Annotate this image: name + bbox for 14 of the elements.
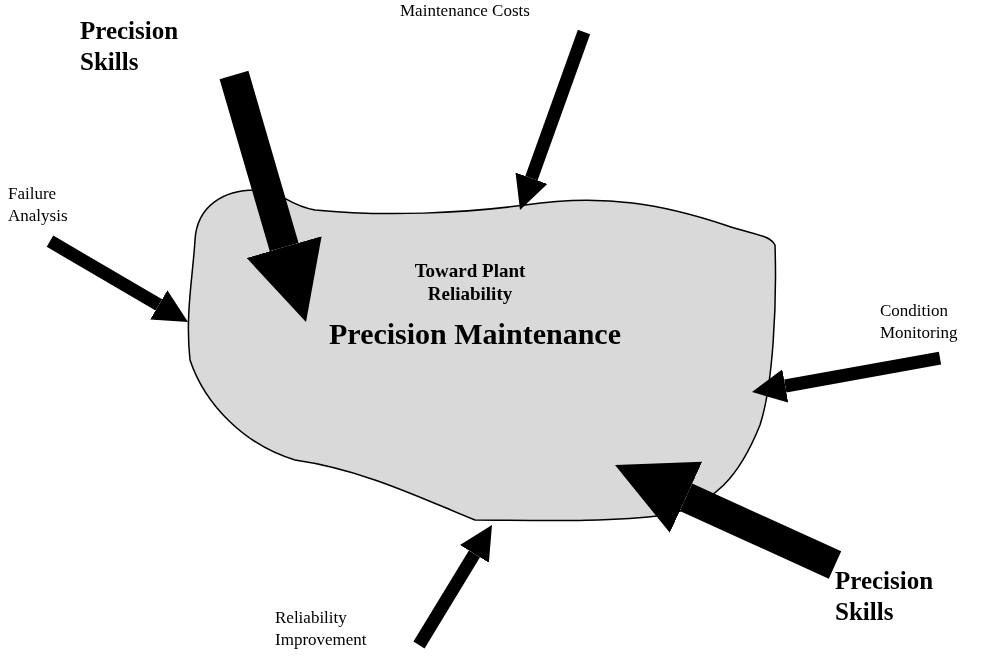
- arrow-label: Reliability Improvement: [275, 607, 419, 666]
- title-text: Precision Maintenance: [328, 317, 622, 351]
- arrow-label: Failure Analysis: [8, 183, 107, 242]
- arrow-label: Precision Skills: [835, 565, 989, 642]
- arrow-label: Precision Skills: [80, 15, 234, 92]
- arrow: [46, 235, 188, 322]
- arrow: [515, 29, 591, 210]
- arrow-label: Maintenance Costs: [400, 0, 584, 37]
- arrow: [752, 351, 942, 403]
- arrow: [615, 461, 842, 579]
- arrow-label: Condition Monitoring: [880, 300, 1004, 359]
- subtitle-text: Toward Plant Reliability: [413, 260, 527, 306]
- arrow: [413, 525, 492, 649]
- arrow: [219, 70, 322, 322]
